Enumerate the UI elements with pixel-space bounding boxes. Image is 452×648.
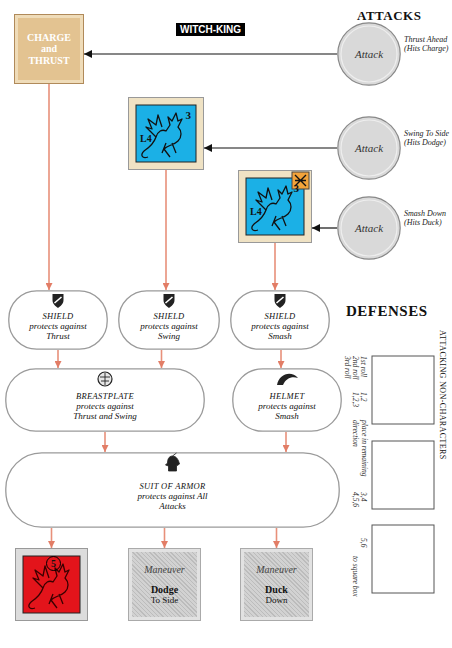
node-heading: Attack	[355, 222, 383, 234]
table-note: to square box	[351, 556, 359, 597]
node-heading: BREASTPLATE	[76, 392, 134, 402]
roll-value: 1,2,3	[351, 392, 359, 407]
node-text: protects against All Attacks	[133, 491, 213, 511]
node-text: To Side	[151, 595, 179, 605]
defense-oval: SHIELDprotects against Smash	[230, 290, 330, 350]
armor-icon	[53, 294, 64, 308]
roll-label: 2nd roll	[351, 356, 359, 380]
flow-arrow	[104, 432, 106, 452]
attack-circle: AttackThrust Ahead (Hits Charge)	[337, 22, 401, 86]
node-heading: 3	[186, 109, 192, 121]
roll-label: 3rd roll	[343, 356, 351, 379]
maneuver-card: CHARGE and THRUST	[14, 14, 84, 84]
flow-arrow	[165, 170, 167, 290]
flow-arrow	[48, 84, 50, 290]
node-heading: Attack	[355, 48, 383, 60]
roll-value: 5,6	[359, 538, 367, 547]
flow-arrow	[204, 147, 337, 148]
flow-arrow	[274, 243, 276, 290]
table-box	[372, 441, 434, 509]
maneuver-box: ManeuverDodgeTo Side	[128, 548, 201, 621]
flow-arrow	[280, 350, 282, 368]
table-heading: ATTACKING NON-CHARACTERS	[437, 330, 446, 460]
defense-band: SUIT OF ARMORprotects against All Attack…	[5, 452, 340, 528]
character-name: WITCH-KING	[176, 23, 245, 36]
roll-value: 4,5,6	[351, 492, 359, 507]
node-heading: 3	[294, 182, 300, 194]
armor-icon	[277, 374, 298, 385]
table-box	[372, 356, 434, 424]
attack-circle: AttackSwing To Side (Hits Dodge)	[337, 116, 401, 180]
node-shape	[128, 97, 204, 170]
section-heading: DEFENSES	[346, 303, 428, 320]
node-text: protects against Swing	[129, 321, 209, 341]
roll-value: 3,4	[359, 492, 367, 501]
roll-value: 1,2	[359, 392, 367, 401]
node-heading: HELMET	[270, 392, 305, 402]
node-text: protects against Smash	[240, 321, 320, 341]
node-text: protects against Thrust	[18, 321, 98, 341]
flow-arrow	[312, 227, 337, 228]
node-heading: Maneuver	[256, 564, 297, 575]
monster-counter: 3L4	[128, 97, 204, 170]
defense-band: HELMETprotects against Smash	[232, 368, 342, 432]
defense-band: BREASTPLATEprotects against Thrust and S…	[5, 368, 205, 432]
node-text: protects against Thrust and Swing	[65, 401, 145, 421]
monster-counter: 3L4	[238, 170, 312, 243]
node-heading: CHARGE and THRUST	[24, 32, 74, 66]
node-text: Smash Down (Hits Duck)	[404, 210, 452, 228]
armor-icon	[98, 372, 112, 386]
node-text: Duck	[265, 584, 288, 595]
flow-arrow	[161, 350, 163, 368]
maneuver-box: ManeuverDuckDown	[240, 548, 313, 621]
node-text: Down	[266, 595, 288, 605]
node-text: Swing To Side (Hits Dodge)	[404, 130, 452, 148]
node-heading: Attack	[355, 142, 383, 154]
flow-arrow	[164, 528, 166, 548]
node-heading: Maneuver	[144, 564, 185, 575]
section-heading: ATTACKS	[357, 9, 421, 23]
node-text: L4	[140, 133, 152, 144]
node-heading: SHIELD	[42, 312, 73, 322]
node-text: L4	[250, 206, 262, 217]
armor-icon	[166, 453, 180, 471]
node-heading: 5	[46, 556, 61, 571]
flow-arrow	[84, 53, 337, 54]
flow-arrow	[276, 528, 278, 548]
dragon-illustration	[29, 564, 69, 609]
node-text: Dodge	[151, 584, 178, 595]
attack-circle: AttackSmash Down (Hits Duck)	[337, 196, 401, 260]
flow-arrow	[285, 432, 287, 452]
node-heading: SHIELD	[153, 312, 184, 322]
monster-counter: 5	[15, 548, 88, 621]
node-heading: SHIELD	[264, 312, 295, 322]
roll-label: 1st roll	[359, 356, 367, 377]
flow-arrow	[51, 528, 53, 548]
armor-icon	[275, 294, 286, 308]
defense-oval: SHIELDprotects against Swing	[118, 290, 220, 350]
node-shape	[238, 170, 312, 243]
armor-icon	[164, 294, 175, 308]
node-text: Thrust Ahead (Hits Charge)	[404, 36, 452, 54]
defense-oval: SHIELDprotects against Thrust	[8, 290, 108, 350]
node-text: protects against Smash	[247, 401, 327, 421]
flow-arrow	[57, 350, 59, 368]
node-heading: SUIT OF ARMOR	[140, 482, 206, 492]
table-box	[372, 525, 434, 593]
table-note: place in remaining direction	[351, 420, 368, 486]
